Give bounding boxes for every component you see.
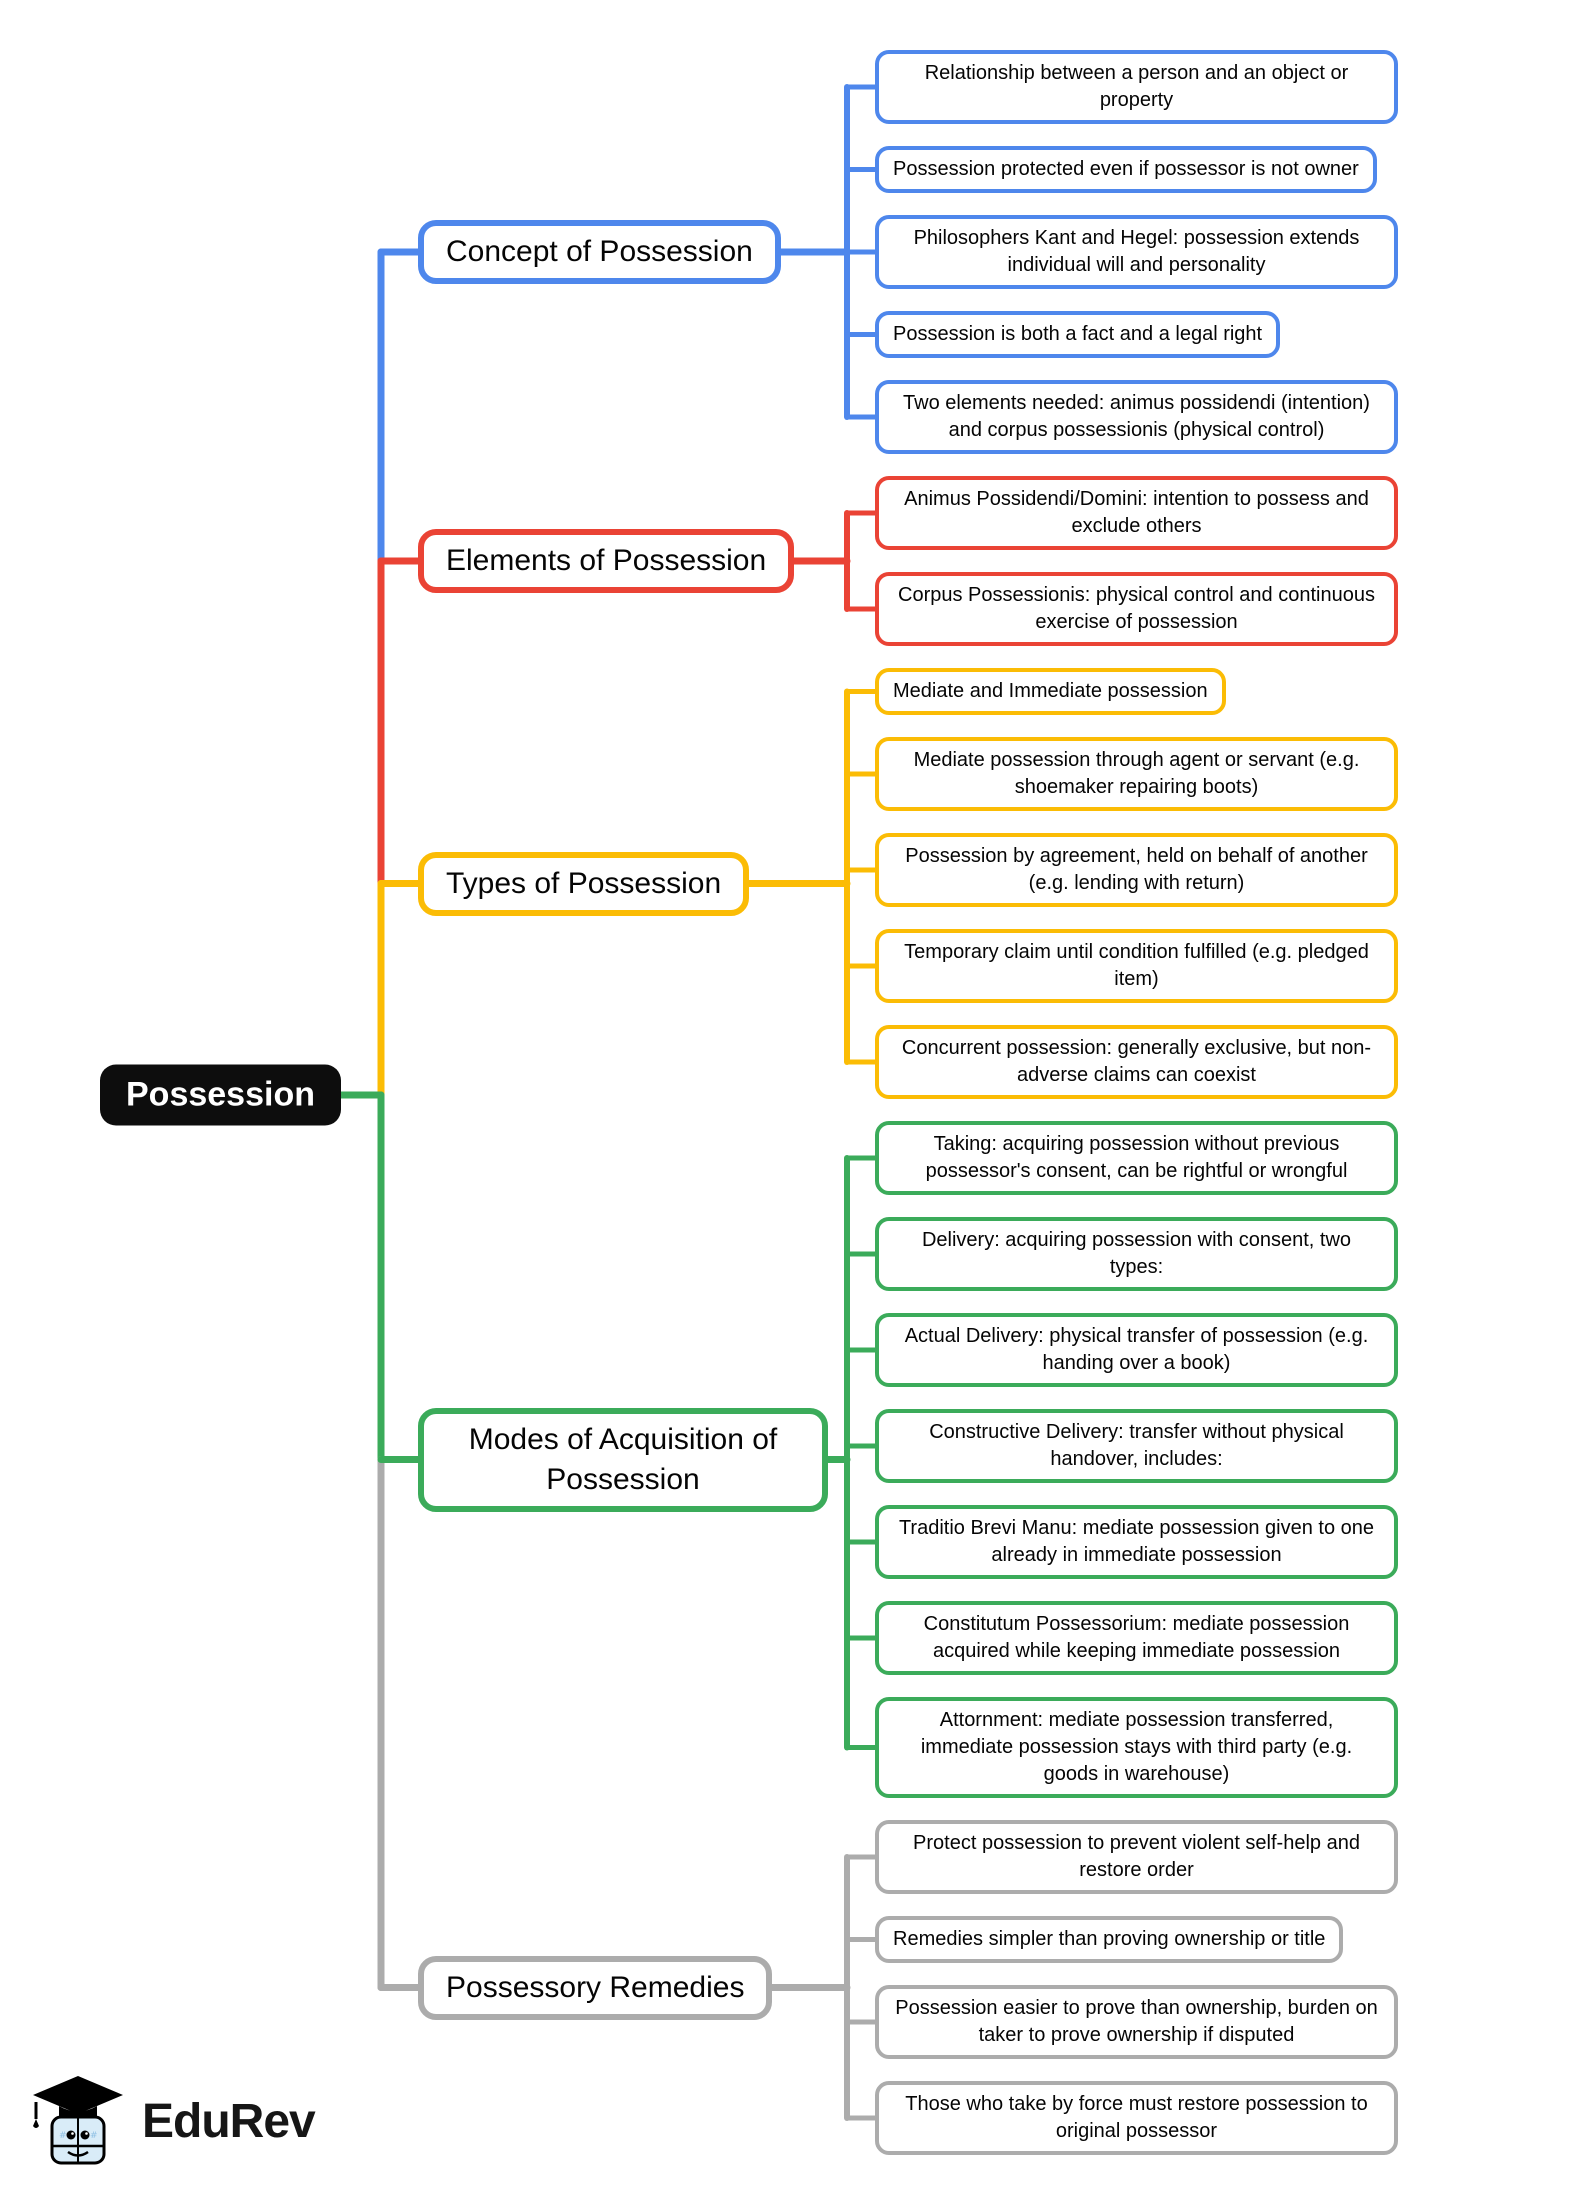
leaf-node: Constructive Delivery: transfer without … [875, 1409, 1398, 1483]
edurev-logo-text: EduRev [142, 2095, 316, 2148]
leaf-node: Protect possession to prevent violent se… [875, 1820, 1398, 1894]
leaf-node: Concurrent possession: generally exclusi… [875, 1025, 1398, 1099]
leaf-node: Possession by agreement, held on behalf … [875, 833, 1398, 907]
leaf-node: Delivery: acquiring possession with cons… [875, 1217, 1398, 1291]
branch-row-types: Types of Possession Mediate and Immediate… [418, 668, 1398, 1099]
children-column-concept: Relationship between a person and an obj… [875, 50, 1398, 454]
leaf-node: Relationship between a person and an obj… [875, 50, 1398, 124]
leaf-node: Mediate and Immediate possession [875, 668, 1226, 715]
leaf-node: Philosophers Kant and Hegel: possession … [875, 215, 1398, 289]
branch-row-modes: Modes of Acquisition of Possession Taking… [418, 1121, 1398, 1798]
children-column-elements: Animus Possidendi/Domini: intention to p… [875, 476, 1398, 646]
topic-cell-modes: Modes of Acquisition of Possession [418, 1407, 875, 1512]
branch-topic-types: Types of Possession [418, 851, 750, 916]
leaf-node: Taking: acquiring possession without pre… [875, 1121, 1398, 1195]
topic-cell-elements: Elements of Possession [418, 529, 875, 593]
leaf-node: Traditio Brevi Manu: mediate possession … [875, 1505, 1398, 1579]
edurev-logo-icon: # # [28, 2072, 128, 2171]
svg-text:#: # [90, 2131, 98, 2141]
leaf-node: Possession easier to prove than ownershi… [875, 1985, 1398, 2059]
topic-cell-remedies: Possessory Remedies [418, 1955, 875, 2020]
leaf-node: Remedies simpler than proving ownership … [875, 1916, 1344, 1963]
leaf-node: Temporary claim until condition fulfille… [875, 929, 1398, 1003]
leaf-node: Actual Delivery: physical transfer of po… [875, 1313, 1398, 1387]
branch-topic-elements: Elements of Possession [418, 529, 795, 593]
branch-row-elements: Elements of Possession Animus Possidendi/… [418, 476, 1398, 646]
leaf-node: Mediate possession through agent or serv… [875, 737, 1398, 811]
leaf-node: Possession is both a fact and a legal ri… [875, 311, 1281, 358]
leaf-node: Possession protected even if possessor i… [875, 146, 1377, 193]
leaf-node: Corpus Possessionis: physical control an… [875, 572, 1398, 646]
leaf-node: Attornment: mediate possession transferr… [875, 1697, 1398, 1798]
children-column-remedies: Protect possession to prevent violent se… [875, 1820, 1398, 2155]
branch-topic-modes: Modes of Acquisition of Possession [418, 1407, 828, 1512]
branch-row-remedies: Possessory Remedies Protect possession to… [418, 1820, 1398, 2155]
leaf-node: Animus Possidendi/Domini: intention to p… [875, 476, 1398, 550]
branch-row-concept: Concept of Possession Relationship betwee… [418, 50, 1398, 454]
branch-topic-remedies: Possessory Remedies [418, 1955, 773, 2020]
edurev-logo: # # EduRev [28, 2072, 316, 2171]
children-column-modes: Taking: acquiring possession without pre… [875, 1121, 1398, 1798]
leaf-node: Those who take by force must restore pos… [875, 2081, 1398, 2155]
branches-container: Concept of Possession Relationship betwee… [418, 50, 1398, 2155]
leaf-node: Two elements needed: animus possidendi (… [875, 380, 1398, 454]
topic-cell-types: Types of Possession [418, 851, 875, 916]
root-node-possession: Possession [100, 1064, 341, 1126]
topic-cell-concept: Concept of Possession [418, 220, 875, 284]
svg-text:#: # [59, 2131, 67, 2141]
leaf-node: Constitutum Possessorium: mediate posses… [875, 1601, 1398, 1675]
branch-topic-concept: Concept of Possession [418, 220, 781, 284]
